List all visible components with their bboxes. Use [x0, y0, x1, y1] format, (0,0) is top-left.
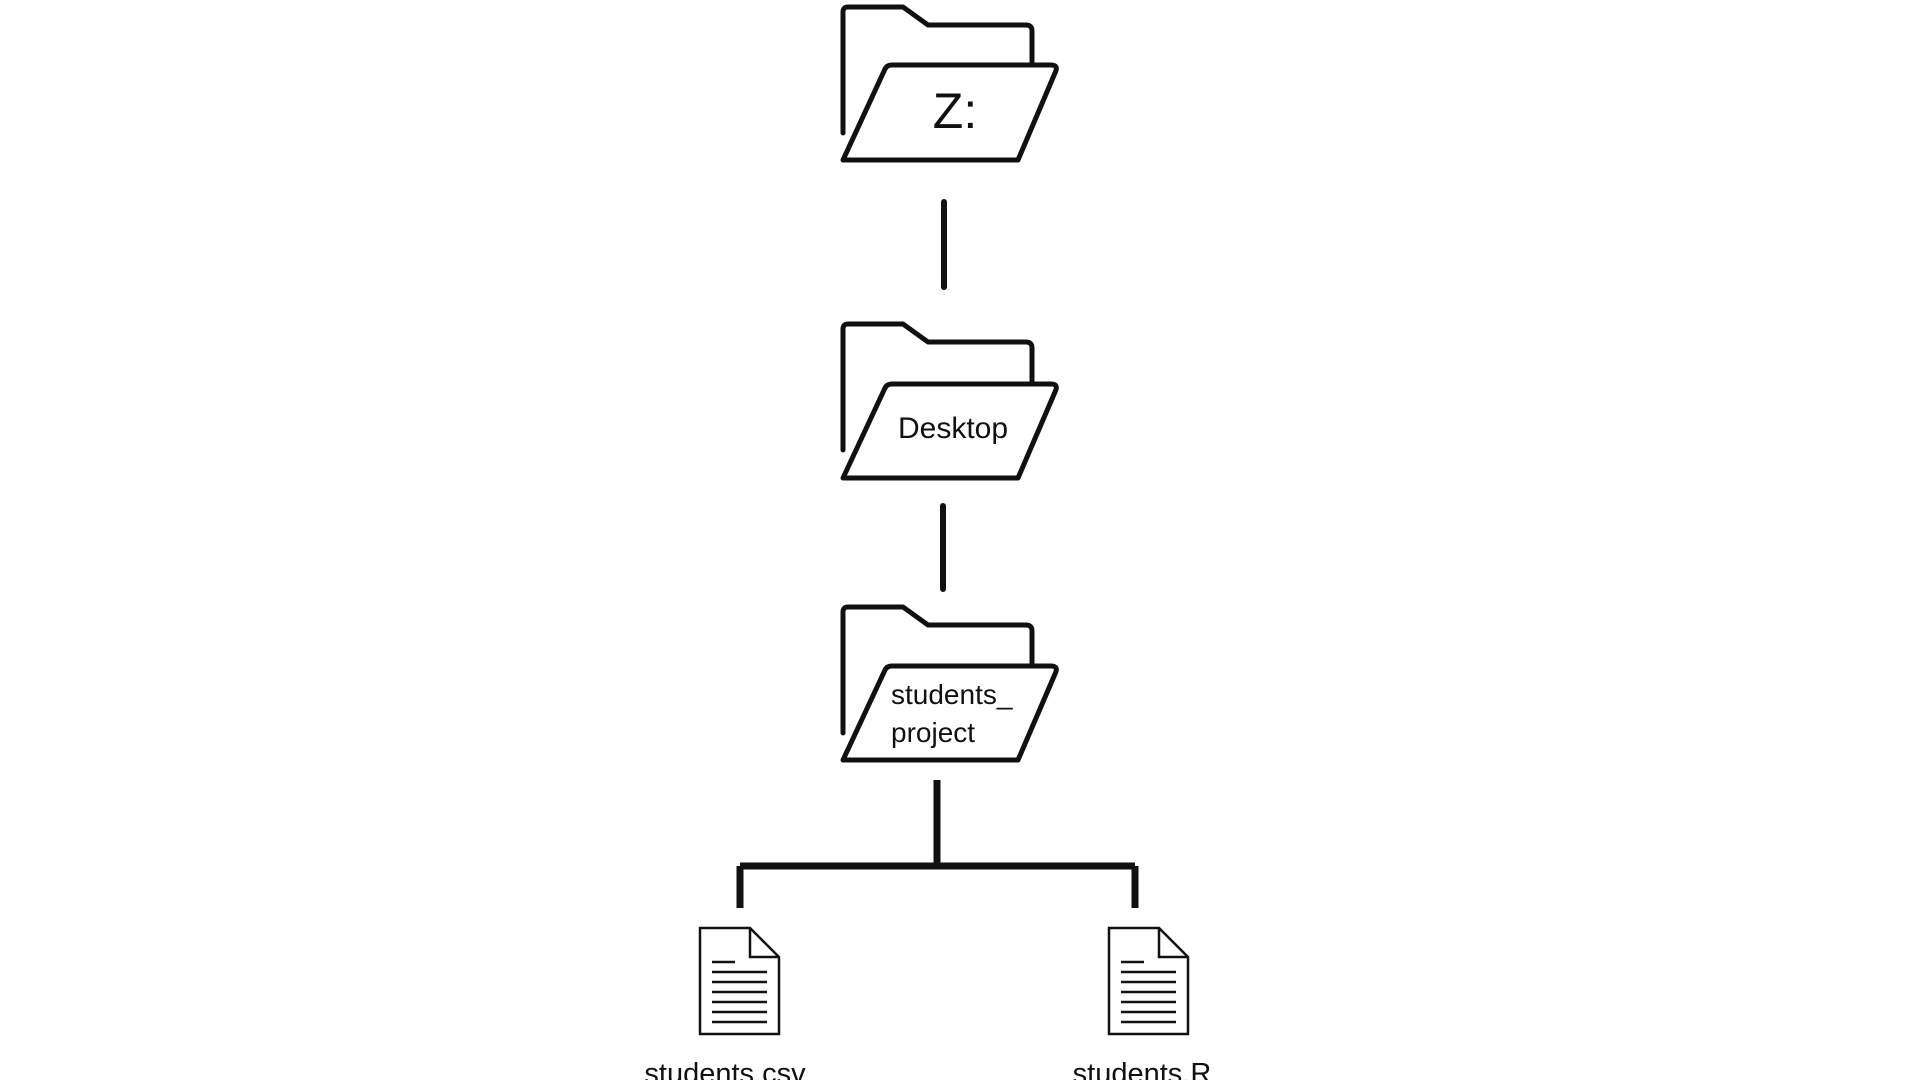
- connector-students-project-to-files: [736, 780, 1139, 908]
- folder-desktop-label: Desktop: [898, 412, 1008, 445]
- folder-z-drive-label: Z:: [933, 83, 977, 139]
- folder-desktop-icon: [840, 321, 1059, 481]
- file-students-r-icon: [1107, 926, 1190, 1036]
- folder-desktop: Desktop: [840, 321, 1059, 481]
- folder-z-drive-icon: [840, 4, 1059, 163]
- file-students-csv-label: students.csv: [644, 1058, 806, 1080]
- folder-students-project-icon: [840, 604, 1059, 763]
- file-students-r-label: students.R: [1073, 1058, 1212, 1080]
- folder-students-project: students_ project: [840, 604, 1059, 763]
- file-students-r: students.R: [1073, 926, 1212, 1080]
- folder-z-drive: Z:: [840, 4, 1059, 163]
- folder-students-project-label-line1: students_: [891, 679, 1013, 710]
- file-students-csv-icon: [698, 926, 781, 1036]
- file-students-csv: students.csv: [644, 926, 806, 1080]
- folder-students-project-label-line2: project: [891, 717, 975, 748]
